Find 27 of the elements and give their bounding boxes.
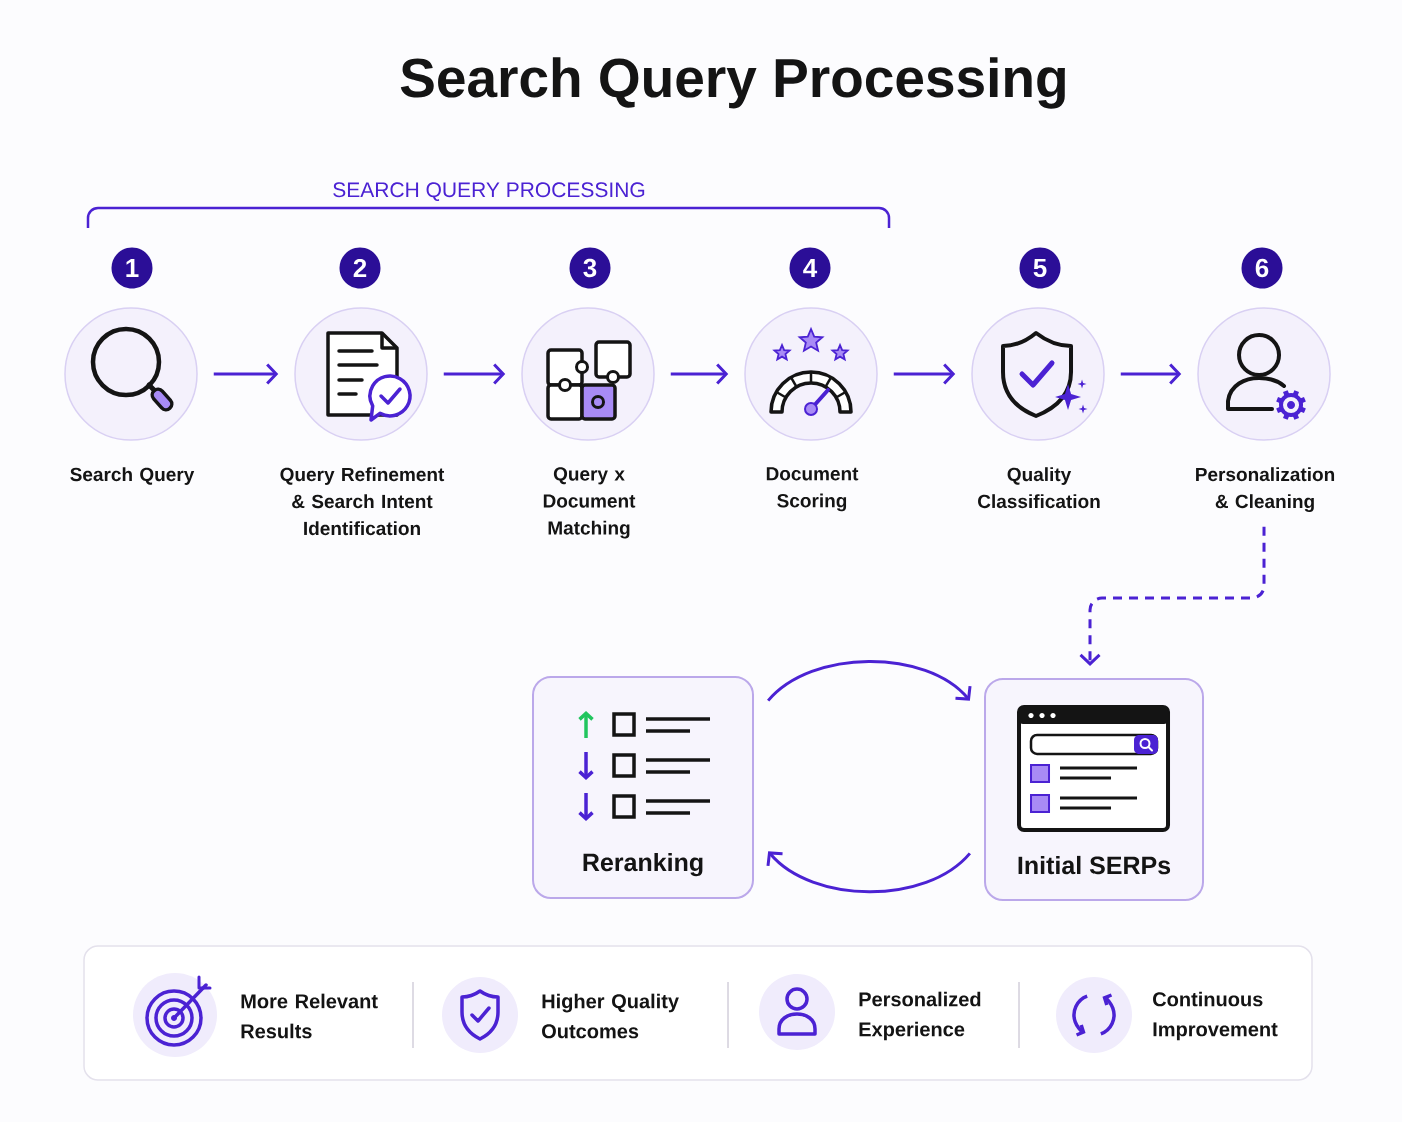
step-number: 4 (789, 247, 831, 289)
curved-arrow (766, 851, 971, 894)
benefit-label: Continuous Improvement (1153, 991, 1278, 1041)
step-label: Search Query (70, 467, 195, 485)
arrow (1120, 363, 1182, 385)
curved-arrow (767, 660, 972, 702)
arrow (670, 363, 729, 385)
arrow (893, 363, 956, 385)
step-label: Document Scoring (766, 467, 859, 512)
step-number: 1 (111, 247, 153, 289)
step-label: Query x Document Matching (543, 467, 636, 539)
benefit-label: Higher Quality Outcomes (542, 993, 679, 1039)
step-number: 5 (1019, 247, 1061, 289)
step-number: 6 (1241, 247, 1283, 289)
step-number: 2 (339, 247, 381, 289)
title: Search Query Processing (400, 57, 1065, 109)
step-label: Quality Classification (978, 467, 1100, 509)
elbow-arrow (1079, 526, 1266, 666)
bracket-label: SEARCH QUERY PROCESSING (333, 182, 645, 201)
step-card: Reranking (532, 676, 754, 899)
arrow (213, 363, 279, 385)
step-number: 3 (569, 247, 611, 289)
benefit-label: More Relevant Results (241, 993, 378, 1039)
step-label: Personalization & Cleaning (1196, 467, 1335, 512)
step-label: Query Refinement & Search Intent Identification (280, 467, 445, 536)
arrow (443, 363, 506, 385)
benefit-label: Personalized Experience (859, 991, 981, 1041)
